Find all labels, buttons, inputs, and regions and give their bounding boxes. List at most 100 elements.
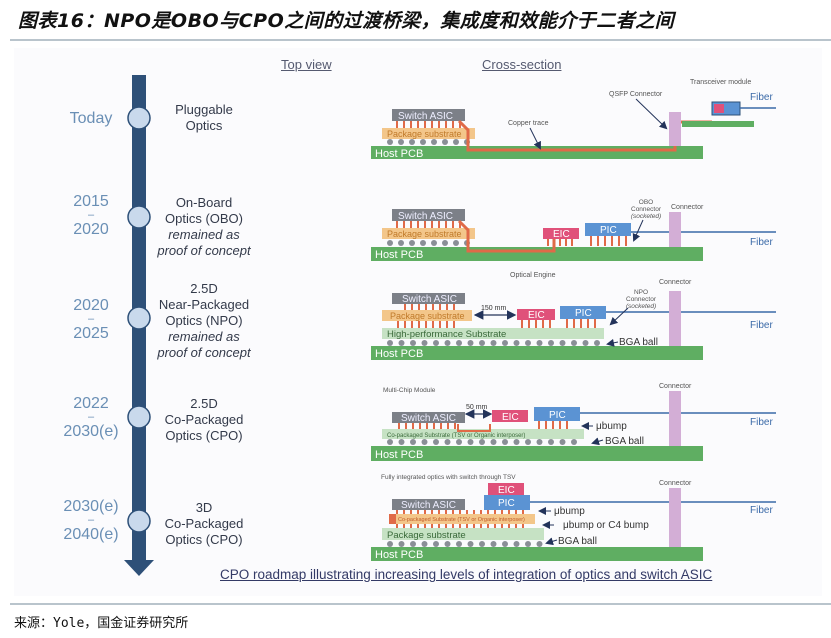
bump: [417, 510, 419, 514]
bga-ball-label: BGA ball: [619, 337, 658, 348]
pic-label: PIC: [575, 308, 592, 319]
switch-asic: [392, 499, 465, 510]
copper-trace-label: Copper trace: [508, 120, 549, 127]
bump: [494, 524, 496, 528]
bga-ball: [479, 439, 485, 445]
bga-ball: [410, 541, 416, 547]
fully-integrated-label: Fully integrated optics with switch thro…: [381, 474, 516, 481]
bga-ball: [548, 340, 554, 346]
ubump-label: μbump: [554, 506, 585, 517]
cp-substrate-label: Co-packaged Substrate (TSV or Organic in…: [398, 517, 525, 523]
bga-balls: [387, 541, 543, 547]
bga-ball: [467, 541, 474, 547]
bga-ball: [502, 439, 508, 445]
bump: [445, 510, 447, 514]
package-substrate-label: Package substrate: [387, 229, 462, 239]
bump: [487, 524, 489, 528]
pic-label: PIC: [498, 498, 515, 509]
bump: [438, 524, 440, 528]
bga-ball: [398, 541, 405, 547]
bga-ball: [467, 439, 474, 445]
switch-asic: [392, 209, 465, 221]
connector-label: Connector: [659, 480, 692, 487]
eic-chip: [492, 410, 528, 422]
fiber-label: Fiber: [750, 92, 773, 103]
bump: [452, 510, 454, 514]
bga-ball: [502, 340, 508, 346]
bga-ball: [433, 340, 439, 346]
bga-ball: [536, 340, 543, 346]
timeline-node: [127, 306, 151, 330]
copper-trace: [457, 219, 556, 253]
distance-label: 50 mm: [466, 404, 488, 411]
bga-balls: [387, 139, 470, 145]
bga-ball: [456, 340, 462, 346]
bga-ball: [525, 439, 531, 445]
bga-ball: [479, 340, 485, 346]
bump: [522, 524, 524, 528]
bump: [480, 510, 482, 514]
title-divider: [10, 39, 831, 41]
switch-asic: [392, 293, 465, 304]
switch-asic-label: Switch ASIC: [401, 500, 456, 511]
asic-bumps: [396, 121, 461, 128]
bump: [396, 510, 398, 514]
diagram-pluggable: Host PCB Package substrate Switch ASIC F…: [371, 79, 776, 160]
eic-label: EIC: [528, 310, 545, 321]
diagram-obo: Host PCB Package substrate Switch ASIC E…: [371, 199, 776, 261]
bga-ball: [525, 541, 531, 547]
bga-ball: [571, 340, 577, 346]
bump: [403, 510, 405, 514]
svg-text:(socketed): (socketed): [626, 303, 656, 310]
bga-ball: [479, 541, 485, 547]
bump: [508, 510, 510, 514]
figure-title: 图表16：NPO是OBO与CPO之间的过渡桥梁，集成度和效能介于二者之间: [18, 10, 675, 32]
tsv-block: [389, 514, 396, 524]
source-divider: [10, 603, 831, 605]
connector: [669, 391, 681, 446]
switch-asic-label: Switch ASIC: [402, 294, 457, 305]
bga-ball: [571, 439, 577, 445]
eic-label: EIC: [498, 485, 515, 496]
bga-ball: [398, 439, 405, 445]
optical-engine-label: Optical Engine: [510, 272, 556, 279]
hp-substrate-label: High-performance Substrate: [387, 329, 506, 340]
package-substrate-label: Package substrate: [387, 129, 462, 139]
timeline-node: [127, 509, 151, 533]
bga-ball: [490, 439, 497, 445]
bga-ball: [513, 340, 520, 346]
transceiver-module-label: Transceiver module: [690, 79, 751, 86]
date-today: Today: [69, 110, 113, 127]
svg-text:Connector: Connector: [631, 206, 662, 213]
svg-text:NPO: NPO: [634, 289, 648, 296]
host-pcb: [371, 547, 703, 561]
package-substrate-label: Package substrate: [387, 530, 466, 541]
switch-asic: [392, 109, 465, 121]
bga-ball-label: BGA ball: [558, 536, 597, 547]
bump: [515, 524, 517, 528]
cp-substrate: [389, 514, 535, 524]
bump: [410, 510, 412, 514]
bump: [466, 510, 468, 514]
timeline-node: [127, 106, 151, 130]
bga-ball-label: BGA ball: [605, 436, 644, 447]
bga-ball: [536, 439, 543, 445]
connector: [669, 212, 681, 247]
diagram-cpo-25d: Multi-Chip Module Host PCB Co-packaged S…: [371, 383, 776, 461]
bga-ball: [410, 340, 416, 346]
pic-chip: [560, 306, 606, 319]
fiber-label: Fiber: [750, 237, 773, 248]
bga-ball: [536, 541, 543, 547]
distance-label: 150 mm: [481, 305, 506, 312]
bga-ball: [433, 541, 439, 547]
switch-asic-label: Switch ASIC: [398, 111, 453, 122]
switch-asic-label: Switch ASIC: [398, 211, 453, 222]
timeline-node: [127, 405, 151, 429]
bga-ball: [525, 340, 531, 346]
bga-ball: [444, 541, 451, 547]
bump: [452, 524, 454, 528]
bga-balls: [387, 340, 600, 346]
bump: [480, 524, 482, 528]
host-pcb-label: Host PCB: [375, 249, 423, 261]
